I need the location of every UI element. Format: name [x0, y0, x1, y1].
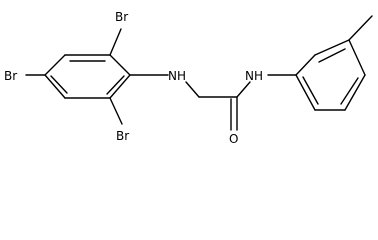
- bond-methyl: [348, 15, 373, 41]
- bond-ring1-double-right: [106, 75, 125, 95]
- bond-ring2-double-right: [340, 77, 359, 105]
- atom-nh-left: NH: [168, 69, 186, 83]
- atom-nh-right: NH: [245, 69, 263, 83]
- bond-ring2-b1-b2: [295, 54, 316, 76]
- atom-oxygen: O: [229, 132, 238, 146]
- bond-br-bottom: [109, 97, 123, 125]
- atom-br-left: Br: [4, 69, 17, 83]
- bond-br-top: [109, 28, 122, 56]
- bond-ring1-double-left: [50, 75, 68, 94]
- bond-ring1-a1-a2: [109, 54, 131, 76]
- atom-labels: Br Br Br NH NH O: [4, 10, 263, 146]
- bond-ring2-b4-b5: [344, 74, 366, 111]
- bond-ring1-a5-a6: [44, 54, 66, 76]
- atom-br-bottom: Br: [116, 129, 129, 143]
- bond-carbonyl-nh: [236, 81, 251, 98]
- bond-nh-ch2: [185, 81, 200, 98]
- bond-ring2-double-left: [302, 76, 319, 105]
- bond-ring1-a4-a5: [44, 74, 66, 99]
- bond-ring2-b3-b4: [348, 39, 366, 76]
- bond-ring2-b2-b3: [314, 39, 350, 56]
- bonds: [25, 15, 373, 131]
- bond-ring1-a2-a3: [109, 74, 131, 99]
- atom-br-top: Br: [115, 10, 128, 24]
- bond-ring2-b6-b1: [295, 74, 316, 111]
- molecule-diagram: Br Br Br NH NH O: [4, 10, 373, 146]
- bond-ring2-double-top: [318, 48, 346, 63]
